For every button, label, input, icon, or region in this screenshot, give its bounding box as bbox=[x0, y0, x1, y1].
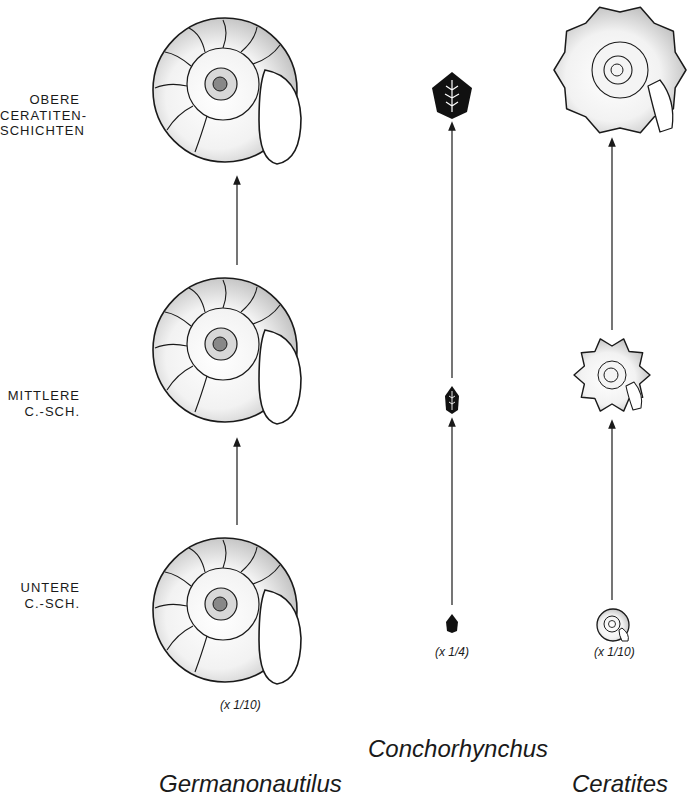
stratum-label: OBERE CERATITEN-SCHICHTEN bbox=[0, 92, 80, 139]
ceratites-shells bbox=[554, 7, 686, 641]
succession-arrows bbox=[237, 126, 612, 605]
scale-label: (x 1/10) bbox=[220, 698, 261, 712]
stratum-label: UNTERE C.-SCH. bbox=[0, 580, 80, 611]
taxon-name: Conchorhynchus bbox=[368, 735, 548, 764]
scale-label: (x 1/4) bbox=[435, 645, 469, 659]
taxon-name: Germanonautilus bbox=[159, 770, 342, 799]
conchorhynchus-beaks bbox=[432, 72, 472, 633]
stratum-label: MITTLERE C.-SCH. bbox=[0, 388, 80, 419]
germanonautilus-shells bbox=[153, 18, 301, 684]
scale-label: (x 1/10) bbox=[594, 645, 635, 659]
taxon-name: Ceratites bbox=[572, 770, 668, 799]
